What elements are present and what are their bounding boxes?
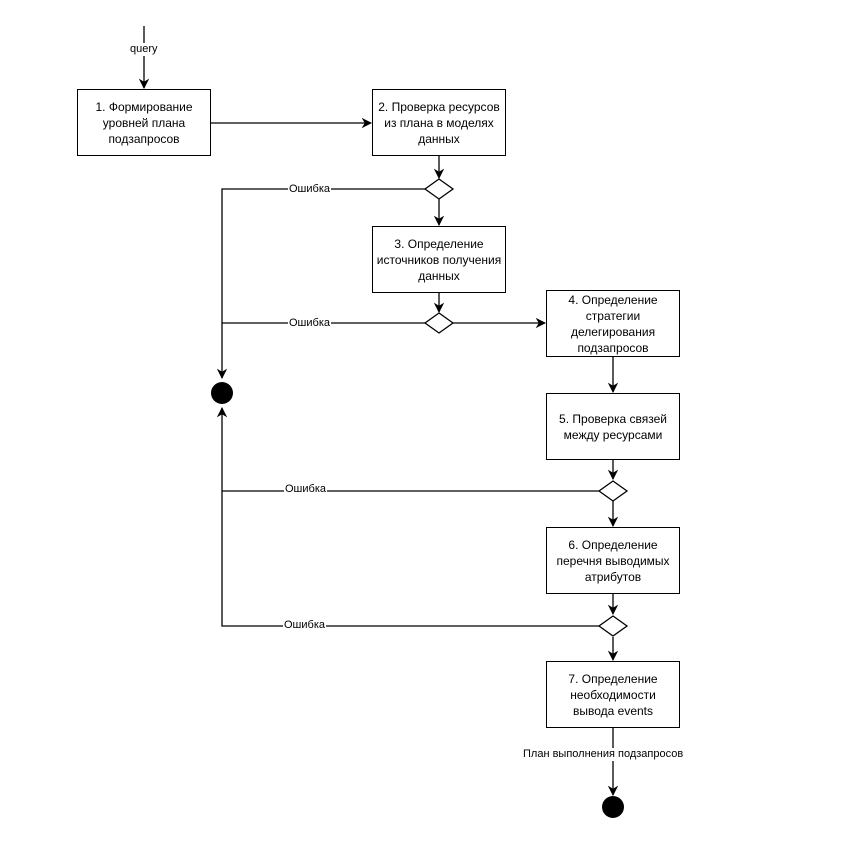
decision-diamond-4 <box>597 615 629 637</box>
decision-diamond-2 <box>423 312 455 334</box>
step-2-box: 2. Проверка ресурсов из плана в моделях … <box>372 89 506 156</box>
step-3-box: 3. Определение источников получения данн… <box>372 226 506 293</box>
decision-diamond-3 <box>597 480 629 502</box>
step-5-box: 5. Проверка связей между ресурсами <box>546 393 680 460</box>
error-label-4: Ошибка <box>283 619 326 632</box>
error-terminal-node <box>211 382 233 404</box>
step-4-box: 4. Определение стратегии делегирования п… <box>546 290 680 357</box>
error-label-1: Ошибка <box>288 183 331 196</box>
decision-diamond-1 <box>423 178 455 200</box>
step-7-box: 7. Определение необходимости вывода even… <box>546 661 680 728</box>
edge-error-4 <box>216 406 600 627</box>
edge-error-1 <box>216 188 427 380</box>
final-terminal-node <box>602 796 624 818</box>
step-1-box: 1. Формирование уровней плана подзапросо… <box>77 89 211 156</box>
step-6-box: 6. Определение перечня выводимых атрибут… <box>546 527 680 594</box>
error-label-3: Ошибка <box>284 483 327 496</box>
error-label-2: Ошибка <box>288 317 331 330</box>
input-label: query <box>129 43 159 56</box>
output-label: План выполнения подзапросов <box>522 748 685 761</box>
